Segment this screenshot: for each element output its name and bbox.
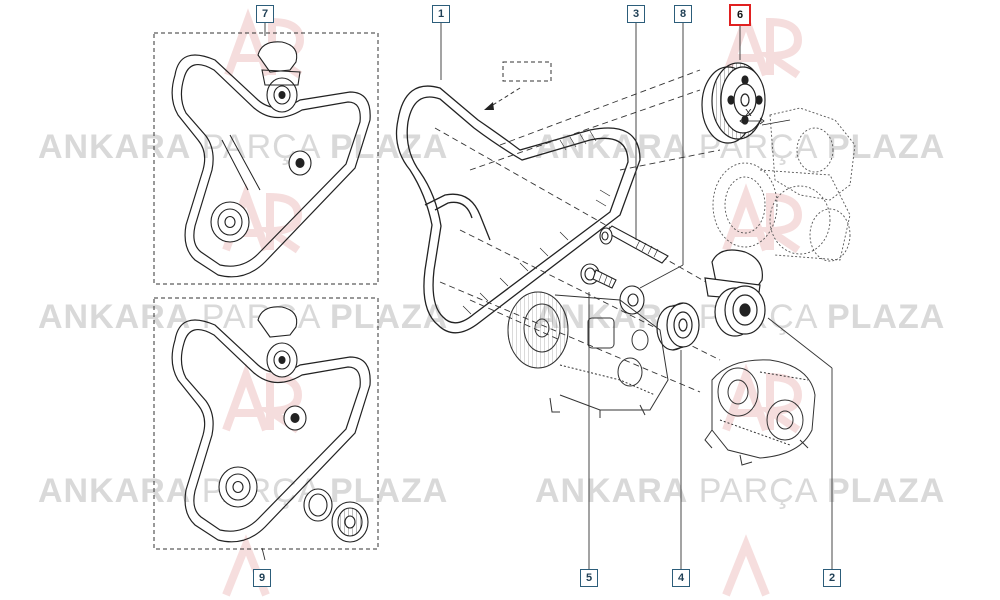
callout-1[interactable]: 1 bbox=[432, 5, 450, 23]
kit-7-belt bbox=[171, 54, 371, 278]
crank-pulley bbox=[701, 62, 766, 144]
watermark-text: ANKARA PARÇA PLAZA bbox=[535, 472, 946, 510]
kit-9-idlers bbox=[218, 405, 369, 543]
kit-9-frame bbox=[153, 297, 379, 550]
callout-2[interactable]: 2 bbox=[823, 569, 841, 587]
callout-4[interactable]: 4 bbox=[672, 569, 690, 587]
dimension-label: X bbox=[745, 108, 752, 119]
engine-block-ghost bbox=[712, 107, 856, 262]
alternator bbox=[704, 359, 816, 466]
kit-9-tensioner bbox=[257, 306, 298, 378]
kit-7-frame bbox=[153, 32, 379, 285]
kit-7-tensioner bbox=[257, 41, 301, 113]
kit-7-idler bbox=[210, 150, 312, 243]
callout-6-highlighted[interactable]: 6 bbox=[729, 4, 751, 26]
callout-3[interactable]: 3 bbox=[627, 5, 645, 23]
callout-5[interactable]: 5 bbox=[580, 569, 598, 587]
bolt-3 bbox=[599, 225, 669, 264]
callout-7[interactable]: 7 bbox=[256, 5, 274, 23]
callout-9[interactable]: 9 bbox=[253, 569, 271, 587]
bolt-5 bbox=[580, 263, 617, 289]
belt-ribs bbox=[462, 130, 611, 315]
callout-8[interactable]: 8 bbox=[674, 5, 692, 23]
tensioner-2 bbox=[704, 249, 766, 337]
kit-9-belt bbox=[171, 319, 371, 543]
reference-box bbox=[502, 61, 552, 82]
watermark-text: ANKARA PARÇA PLAZA bbox=[38, 298, 449, 336]
main-belt bbox=[395, 85, 641, 334]
watermark-text: ANKARA PARÇA PLAZA bbox=[535, 128, 946, 166]
ac-compressor bbox=[507, 291, 669, 418]
washer bbox=[619, 285, 645, 315]
idler-pulley-4 bbox=[656, 302, 700, 351]
leader-lines bbox=[261, 22, 833, 570]
watermark-text: ANKARA PARÇA PLAZA bbox=[38, 128, 449, 166]
